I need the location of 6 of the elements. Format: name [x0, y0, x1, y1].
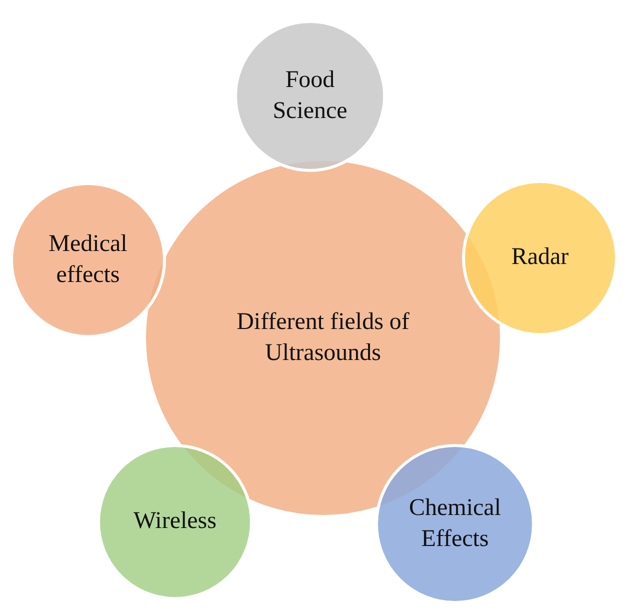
circle-label: Radar — [511, 243, 569, 272]
circle-label: Medical effects — [48, 230, 128, 290]
circle-label: Wireless — [133, 507, 216, 536]
circle-label: Different fields of Ultrasounds — [236, 308, 410, 368]
circle-label: Food Science — [272, 66, 348, 126]
circle-label: Chemical Effects — [408, 494, 502, 554]
